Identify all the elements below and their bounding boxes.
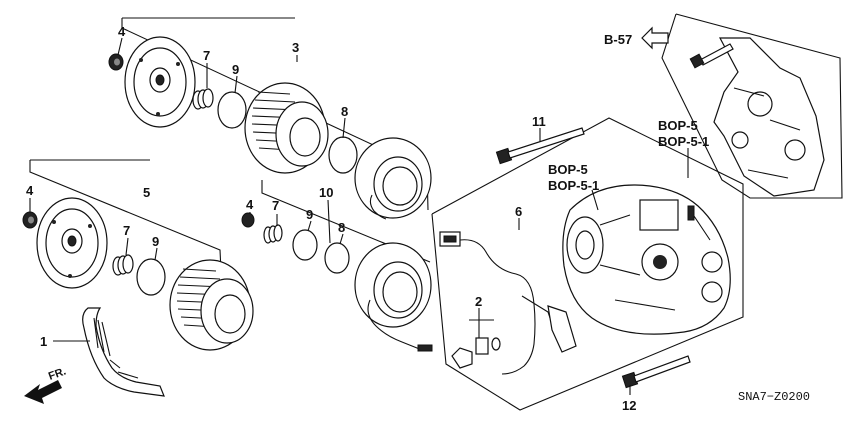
middle-snap-ring-8 bbox=[324, 242, 350, 274]
b57-arrow-icon bbox=[641, 26, 669, 50]
ref-bop-5-1-middle: BOP-5-1 bbox=[548, 178, 599, 193]
bracket-group-outline bbox=[661, 13, 843, 199]
callout-1: 1 bbox=[40, 334, 47, 349]
diagram-code: SNA7−Z0200 bbox=[738, 390, 810, 404]
ref-bop-5-top: BOP-5 bbox=[658, 118, 698, 133]
lower-field-coil bbox=[354, 242, 433, 352]
callout-2: 2 bbox=[475, 294, 482, 309]
callout-12: 12 bbox=[622, 398, 636, 413]
upper-field-coil bbox=[354, 137, 432, 220]
callout-4-middle: 4 bbox=[246, 197, 254, 212]
callout-9-middle: 9 bbox=[306, 207, 313, 222]
leader-lines bbox=[29, 37, 689, 395]
callout-7-upper: 7 bbox=[203, 48, 210, 63]
callout-4-lower: 4 bbox=[26, 183, 34, 198]
lower-armature-plate bbox=[36, 197, 108, 289]
callout-9-upper: 9 bbox=[232, 62, 239, 77]
front-arrow-icon bbox=[24, 380, 62, 404]
lower-pulley bbox=[169, 259, 254, 351]
callout-9-lower: 9 bbox=[152, 234, 159, 249]
callout-3: 3 bbox=[292, 40, 299, 55]
upper-shims bbox=[192, 88, 214, 110]
callout-8-lower: 8 bbox=[338, 220, 345, 235]
callout-11: 11 bbox=[532, 114, 546, 129]
callout-7-lower: 7 bbox=[123, 223, 130, 238]
callout-8-upper: 8 bbox=[341, 104, 348, 119]
compressor-bracket bbox=[713, 37, 825, 197]
callout-10: 10 bbox=[319, 185, 333, 200]
lower-snap-ring bbox=[136, 258, 166, 296]
bolt-12 bbox=[621, 355, 691, 389]
middle-snap-ring bbox=[292, 229, 318, 261]
callout-4-upper: 4 bbox=[118, 24, 126, 39]
ref-b57: B-57 bbox=[604, 32, 632, 47]
relief-valve bbox=[451, 337, 501, 369]
lower-nut bbox=[22, 211, 38, 229]
lower-shims bbox=[112, 254, 134, 276]
upper-snap-ring bbox=[217, 91, 247, 129]
ref-bop-5-middle: BOP-5 bbox=[548, 162, 588, 177]
callout-5: 5 bbox=[143, 185, 150, 200]
callout-7-middle: 7 bbox=[272, 198, 279, 213]
upper-pulley bbox=[244, 82, 329, 174]
ref-bop-5-1-top: BOP-5-1 bbox=[658, 134, 709, 149]
upper-armature-plate bbox=[124, 36, 196, 128]
callout-6: 6 bbox=[515, 204, 522, 219]
wire-harness bbox=[439, 231, 577, 375]
upper-nut bbox=[108, 53, 124, 71]
compressor-group-outline bbox=[261, 117, 744, 411]
drive-belt bbox=[82, 307, 165, 397]
middle-shims bbox=[263, 224, 283, 244]
front-label: FR. bbox=[47, 365, 68, 382]
bracket-bolt bbox=[689, 43, 734, 69]
bolt-11 bbox=[495, 127, 585, 165]
upper-snap-ring-8 bbox=[328, 136, 358, 174]
middle-nut bbox=[241, 212, 255, 228]
compressor-body bbox=[562, 184, 731, 335]
